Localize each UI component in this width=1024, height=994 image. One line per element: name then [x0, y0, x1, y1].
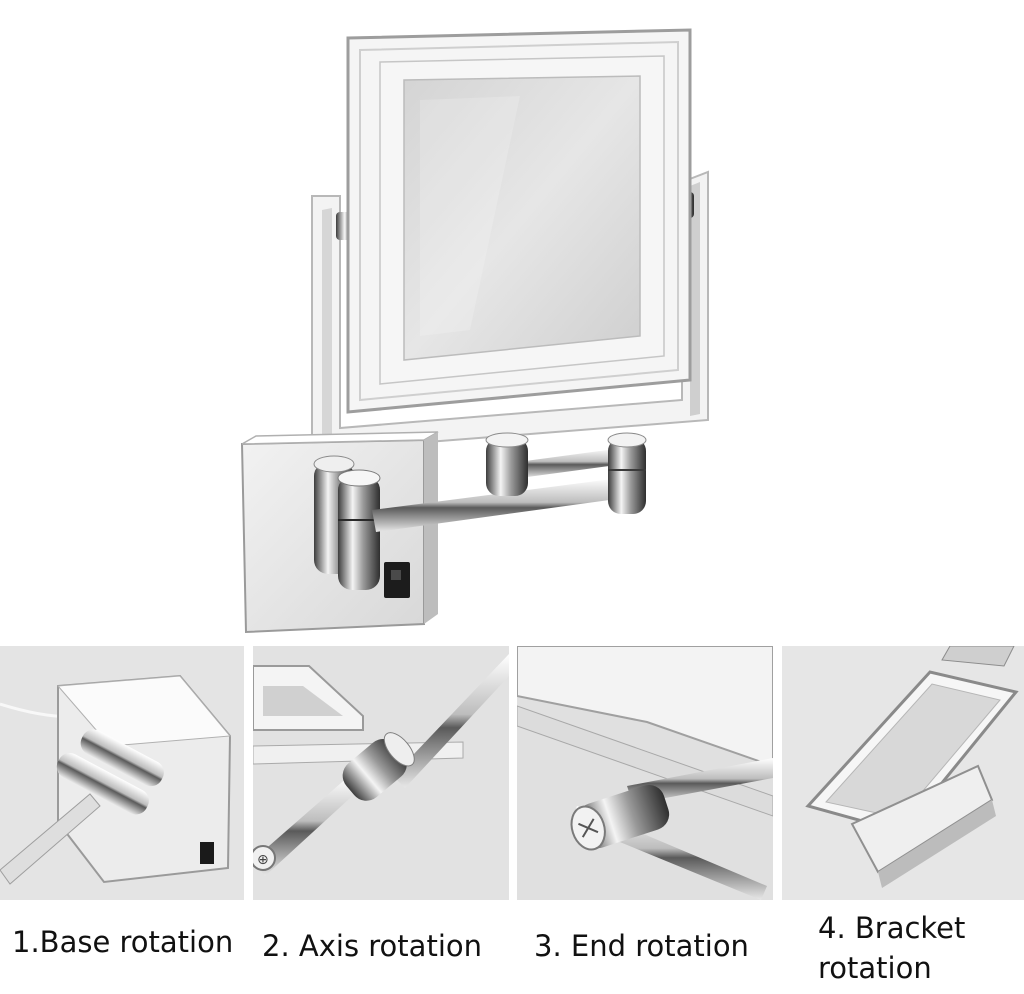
mirror-frame — [346, 28, 692, 414]
product-photo — [240, 28, 709, 634]
thumb-axis-rotation: ⊕ — [253, 646, 509, 900]
base-hinge — [313, 455, 381, 590]
caption-bracket-rotation: 4. Bracket rotation — [818, 911, 966, 985]
thumb-bracket-rotation — [782, 646, 1024, 900]
mirror-illustration — [240, 28, 709, 634]
thumb-base-rotation — [0, 646, 244, 900]
caption-end-rotation: 3. End rotation — [534, 929, 749, 963]
thumb-end-rotation — [517, 646, 773, 900]
svg-text:⊕: ⊕ — [257, 852, 269, 868]
switch-detail — [200, 842, 214, 864]
base-rotation-photo — [0, 646, 244, 900]
rotation-detail-gallery: ⊕ — [0, 646, 1024, 900]
caption-base-rotation: 1.Base rotation — [12, 925, 234, 959]
end-rotation-photo — [517, 646, 773, 900]
axis-rotation-photo: ⊕ — [253, 646, 509, 900]
bracket-rotation-photo — [782, 646, 1024, 900]
caption-axis-rotation: 2. Axis rotation — [262, 929, 482, 963]
folding-arm — [372, 432, 647, 532]
